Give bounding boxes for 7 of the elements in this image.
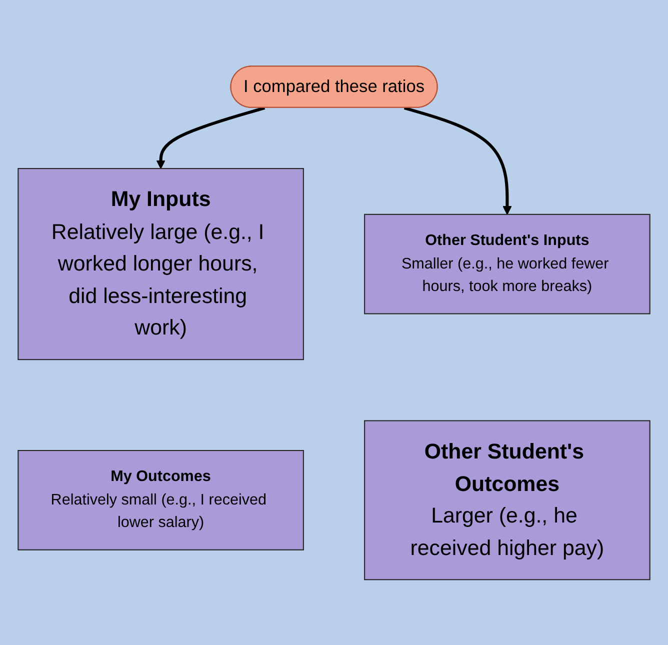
diagram: I compared these ratios My Inputs Relatively large (e.g., I worked longer hours, did less-interesting work) Other Student's Inputs Smaller (e.g., he worked fewer hours, took more breaks) My Outcomes Relatively small (e.g., I received lower salary) Other Student's Outcomes Larger (e.g., he received higher pay) xyxy=(10,58,658,588)
arrow xyxy=(404,106,512,214)
node-box xyxy=(18,450,304,550)
arrow xyxy=(156,106,266,169)
node-box xyxy=(364,420,650,580)
node-box xyxy=(364,213,650,314)
node-box xyxy=(18,168,304,360)
